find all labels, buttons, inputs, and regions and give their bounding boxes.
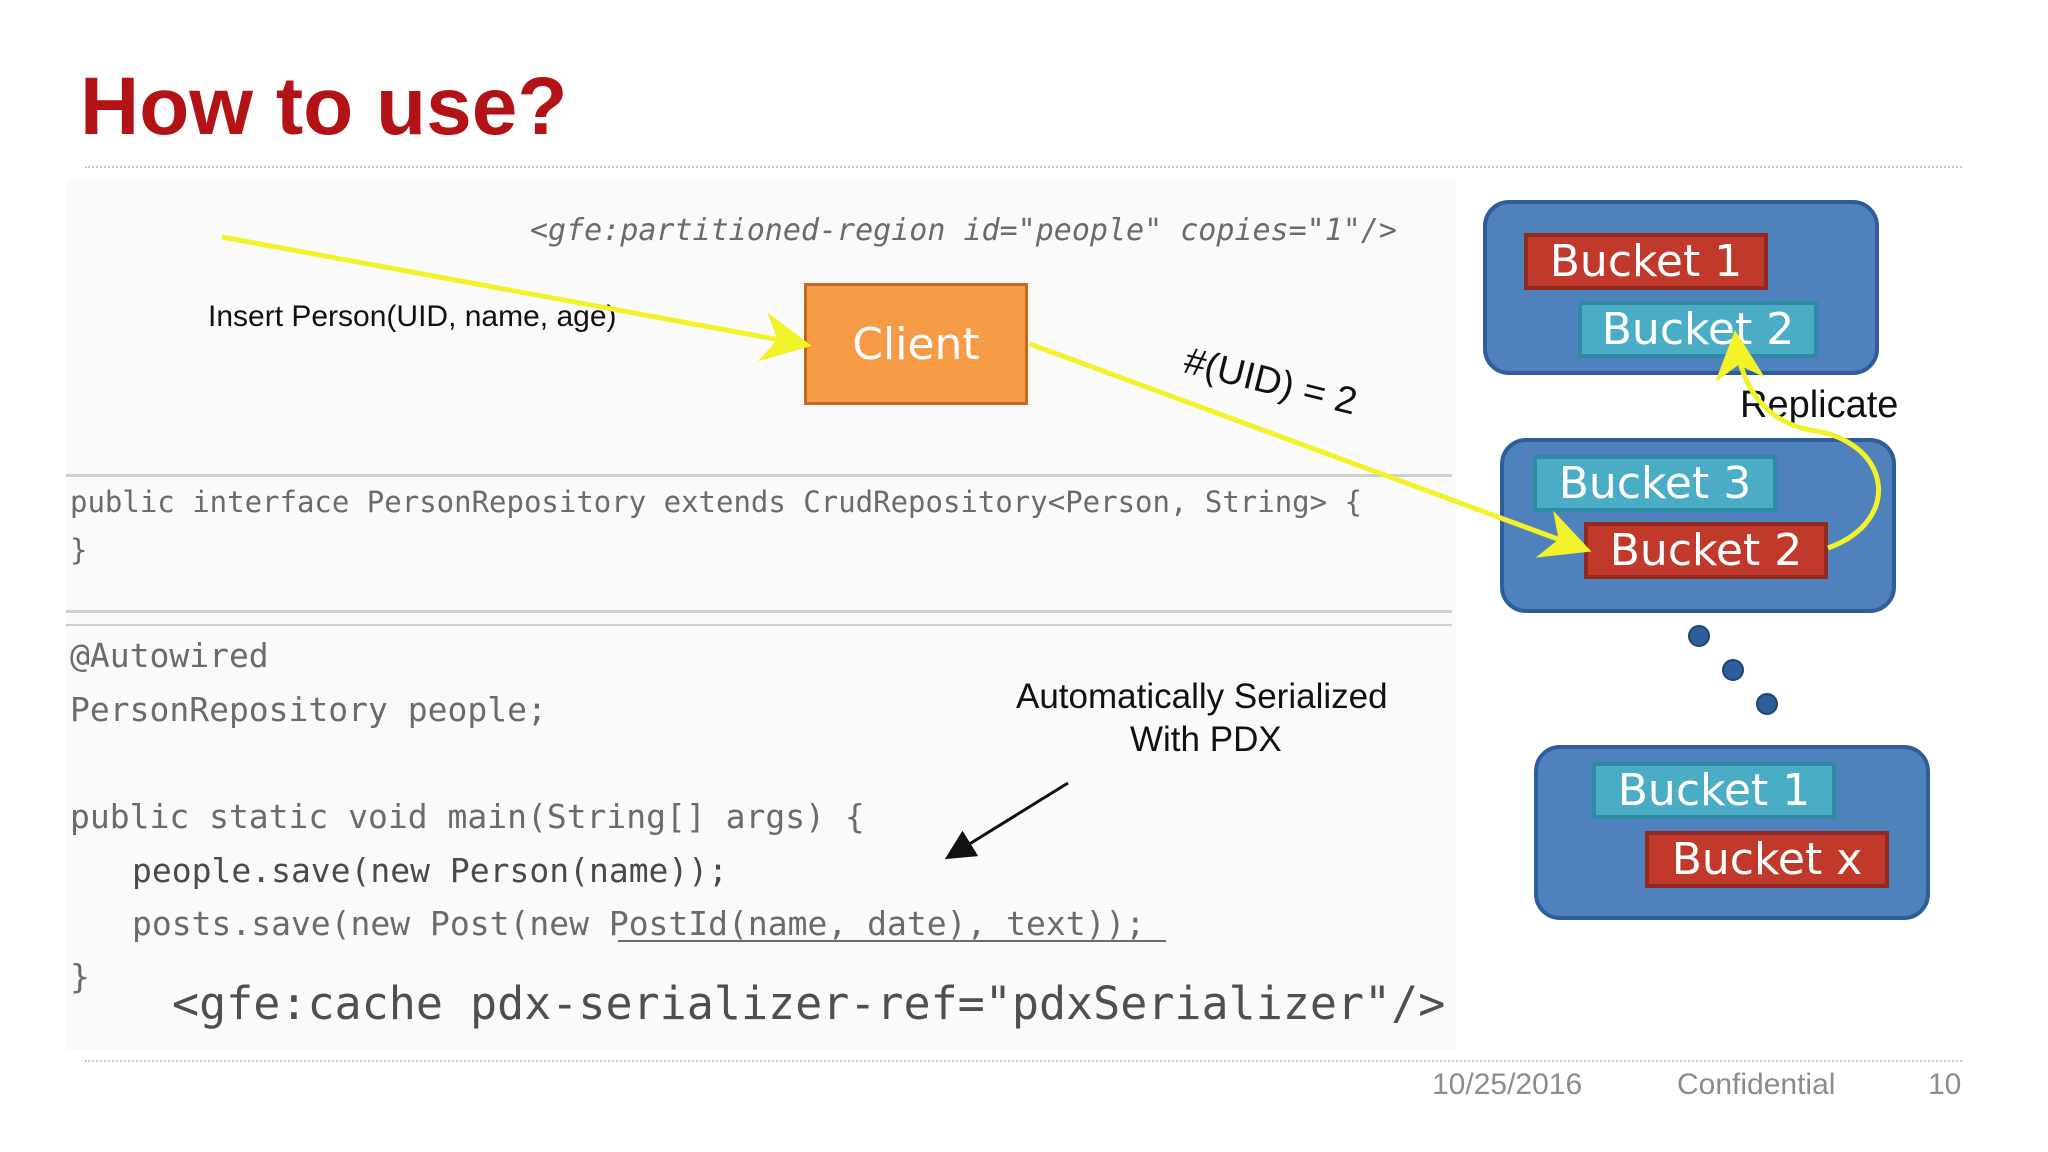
posts-save-code: posts.save(new Post(new PostId(name, dat… [132,904,1146,943]
node3-bucket-x: Bucket x [1645,831,1889,888]
insert-person-label: Insert Person(UID, name, age) [208,300,617,333]
slide-title: How to use? [80,61,568,152]
footer-divider [85,1060,1962,1062]
code-separator-2 [66,610,1452,613]
code-separator-1 [66,474,1452,477]
people-save-code: people.save(new Person(name)); [132,851,729,890]
node2-bucket-3: Bucket 3 [1533,455,1777,512]
main-signature-code: public static void main(String[] args) { [70,797,865,836]
ellipsis-dot-2 [1722,659,1744,681]
ellipsis-dot-3 [1756,693,1778,715]
footer-date: 10/25/2016 [1432,1068,1583,1101]
node1-bucket-1: Bucket 1 [1524,233,1768,290]
replicate-label: Replicate [1740,384,1899,426]
node1-bucket-2: Bucket 2 [1578,301,1818,358]
code-separator-3 [66,624,1452,626]
client-box: Client [804,283,1028,405]
title-divider [85,166,1962,168]
serialized-label-line1: Automatically Serialized [1016,677,1388,716]
node2-bucket-2: Bucket 2 [1584,522,1828,579]
cache-config-code: <gfe:cache pdx-serializer-ref="pdxSerial… [172,977,1446,1030]
repository-field-code: PersonRepository people; [70,690,547,729]
serialized-label-line2: With PDX [1130,720,1282,759]
footer-confidential: Confidential [1677,1068,1836,1101]
interface-declaration-code: public interface PersonRepository extend… [70,485,1363,519]
ellipsis-dot-1 [1688,625,1710,647]
footer-page-number: 10 [1928,1068,1962,1101]
region-config-code: <gfe:partitioned-region id="people" copi… [530,213,1397,248]
interface-close-brace: } [70,533,88,567]
node3-bucket-1: Bucket 1 [1592,762,1836,819]
main-close-brace: } [70,957,90,996]
autowired-annotation: @Autowired [70,636,269,675]
